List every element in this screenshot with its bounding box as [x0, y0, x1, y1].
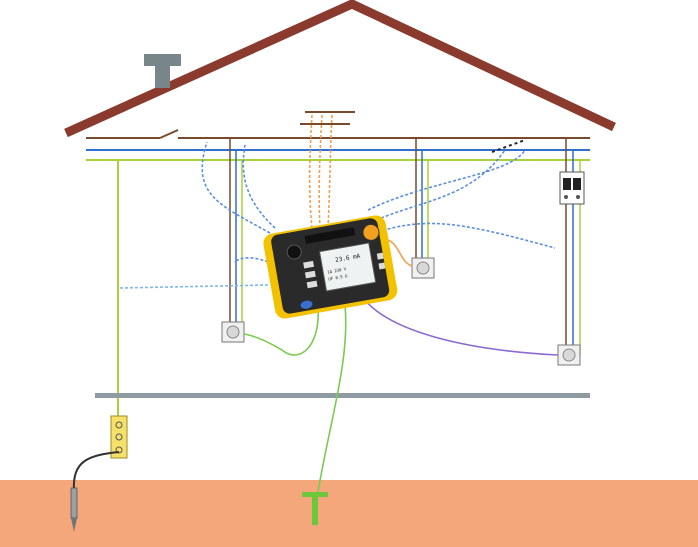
left-circuit-wires: [229, 138, 243, 330]
tester-row-2: UF 0.5 Ω: [328, 273, 348, 281]
main-switch: [159, 129, 179, 139]
chimney: [144, 54, 181, 88]
roof: [64, 0, 616, 138]
earth-rod-icon: [70, 451, 120, 532]
test-leads-orange: [308, 114, 333, 229]
ground: [0, 480, 698, 547]
test-lead-orange-socket: [387, 239, 413, 267]
supply-lines: [86, 129, 590, 161]
ceiling-light: [300, 111, 355, 125]
earth-symbol-icon: [302, 492, 328, 525]
earth-terminal-block: [110, 415, 128, 459]
test-leads-blue: [201, 141, 556, 263]
tester-row-1: 1Δ 230 V: [327, 266, 347, 274]
test-lead-green: [243, 304, 347, 493]
circuit-breaker-icon: [559, 171, 585, 205]
middle-circuit-wires: [415, 138, 429, 268]
socket-icon: [411, 257, 435, 279]
tester-screen: [318, 242, 377, 292]
test-lead-purple: [364, 299, 559, 356]
socket-icon: [221, 321, 245, 343]
floor: [95, 393, 590, 398]
right-circuit-wires: [565, 138, 581, 355]
tester-reading: 23.6 mA: [335, 253, 361, 264]
socket-icon: [557, 344, 581, 366]
test-lead-lightblue: [119, 284, 269, 289]
installation-tester: 23.6 mA 1Δ 230 V UF 0.5 Ω: [263, 215, 398, 319]
